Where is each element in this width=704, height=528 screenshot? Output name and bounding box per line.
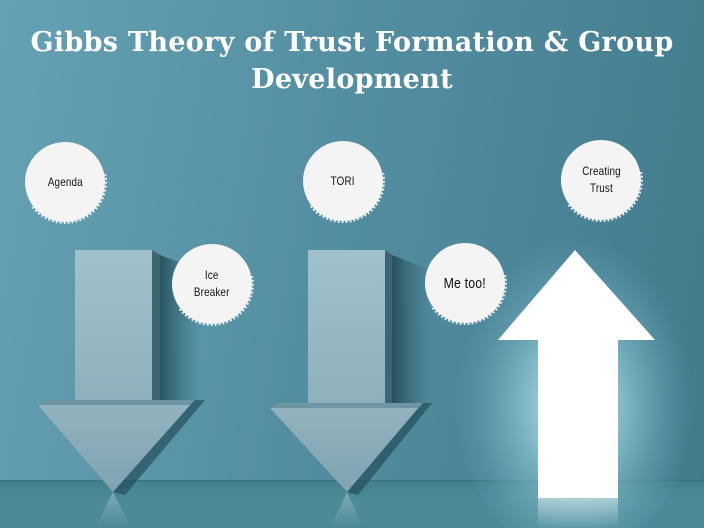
bubble-tori-label: TORI — [331, 173, 355, 188]
bubble-ice-breaker-line2: Breaker — [194, 285, 230, 299]
bubble-ice-breaker[interactable]: Ice Breaker — [172, 244, 252, 324]
bubble-agenda[interactable]: Agenda — [25, 142, 105, 222]
bubble-creating-trust-line1: Creating — [581, 164, 621, 178]
bubble-ice-breaker-line1: Ice — [205, 268, 219, 282]
bubble-creating-trust-line2: Trust — [589, 181, 613, 195]
down-arrow-left — [38, 250, 205, 528]
up-arrow-glowing — [455, 220, 695, 528]
bubble-tori[interactable]: TORI — [303, 141, 383, 221]
title-line-1: Gibbs Theory of Trust Formation & Group — [30, 27, 674, 58]
bubble-agenda-label: Agenda — [47, 174, 83, 189]
bubble-me-too-label: Me too! — [443, 274, 487, 292]
bubble-me-too[interactable]: Me too! — [425, 243, 505, 323]
title-line-2: Development — [251, 64, 453, 95]
bubble-creating-trust[interactable]: Creating Trust — [561, 140, 641, 220]
page-title: Gibbs Theory of Trust Formation & Group … — [0, 24, 704, 98]
down-arrow-middle — [270, 250, 432, 528]
